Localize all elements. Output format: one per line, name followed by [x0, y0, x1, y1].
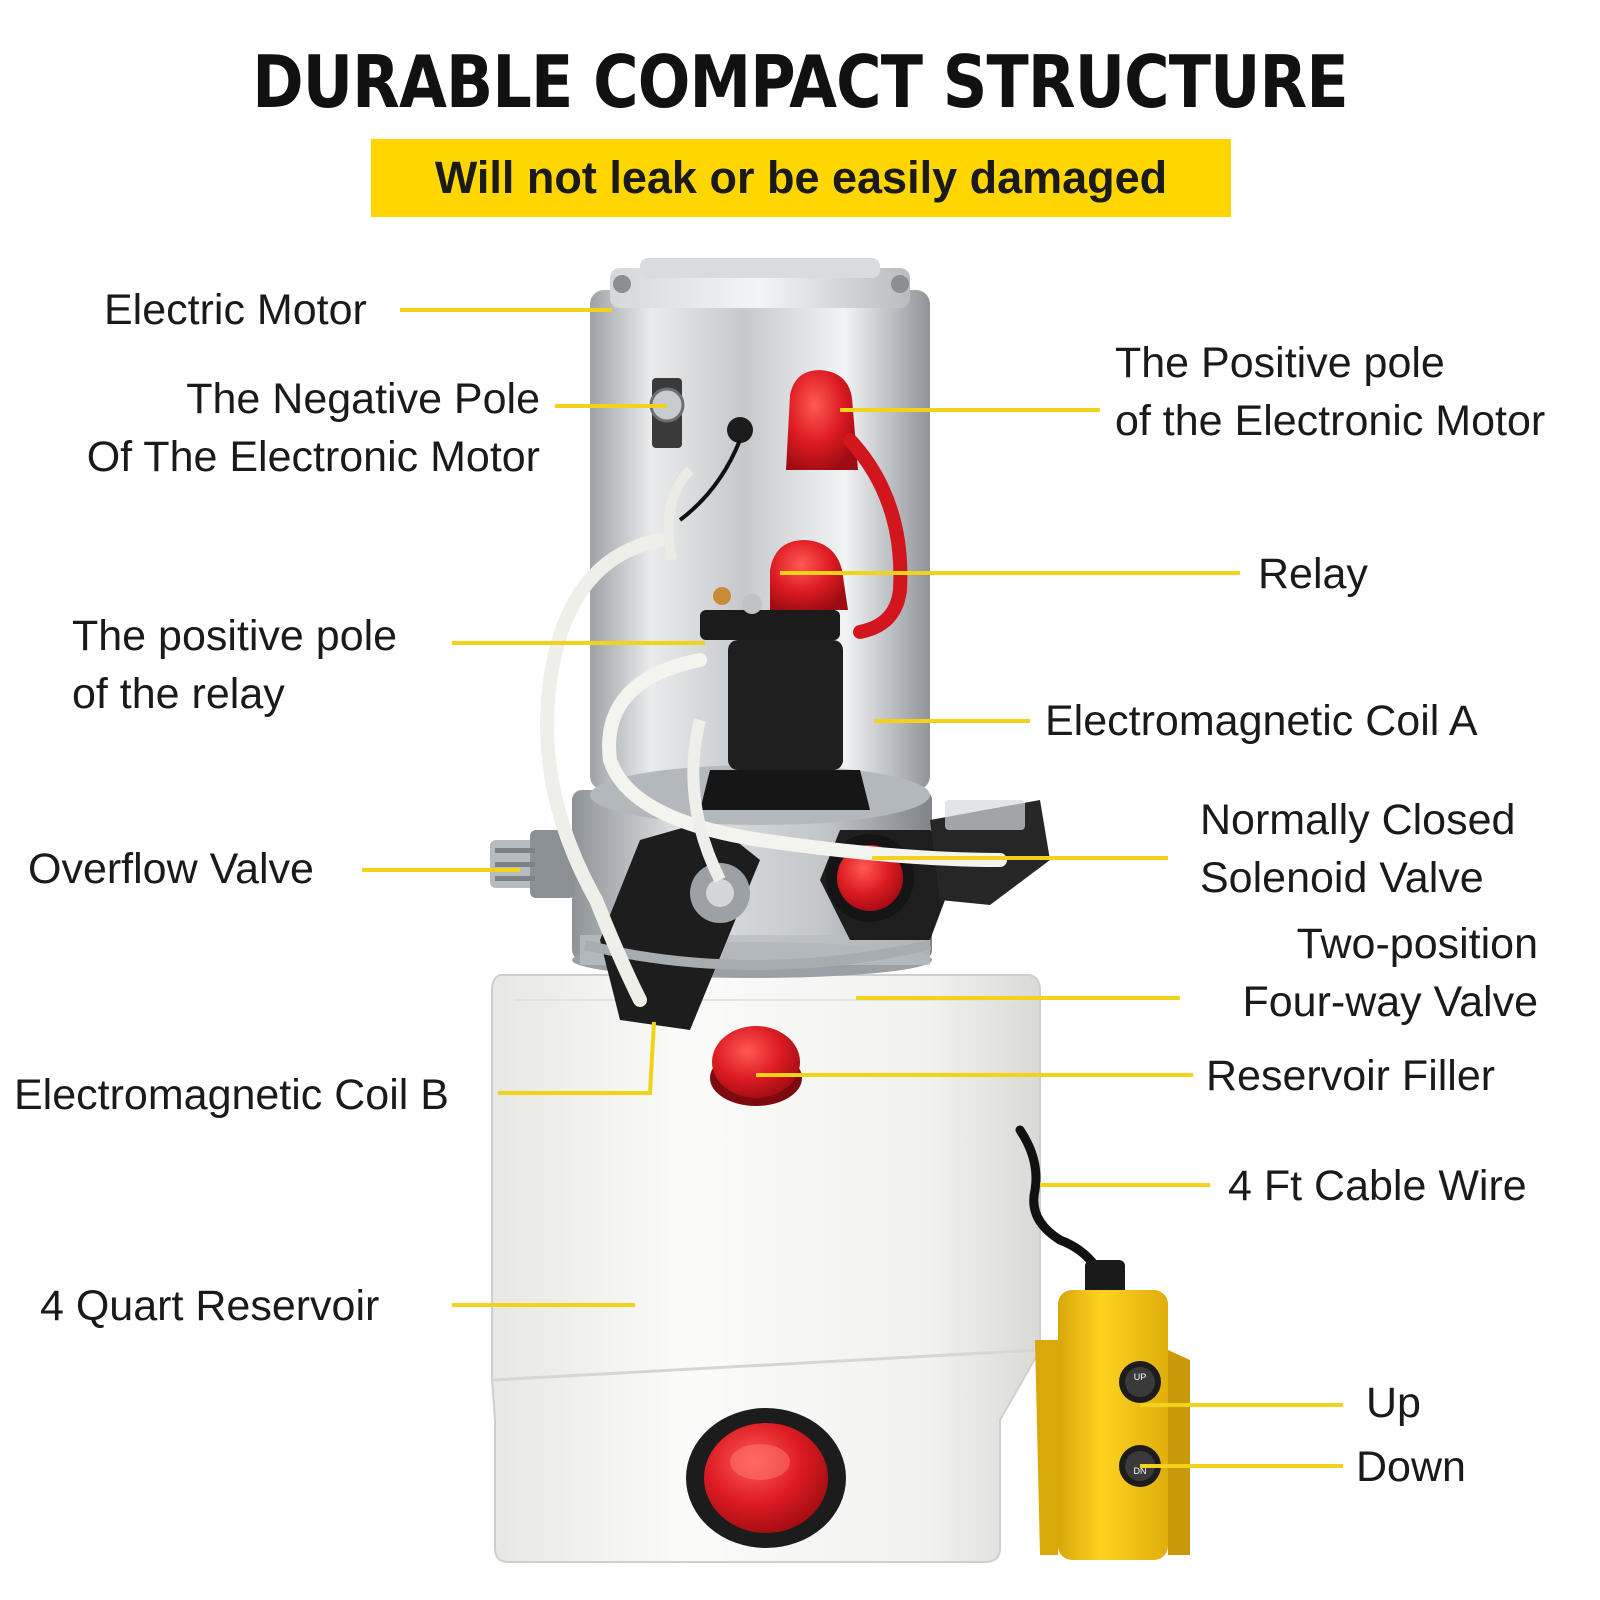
- black-wire: [678, 439, 742, 522]
- banner-text: Will not leak or be easily damaged: [434, 152, 1168, 203]
- remote-pendant: UP DN: [1035, 1260, 1190, 1560]
- label-positive-pole-motor: The Positive pole of the Electronic Moto…: [1115, 339, 1546, 445]
- label-negative-pole: The Negative Pole Of The Electronic Moto…: [86, 375, 540, 481]
- label-reservoir-filler: Reservoir Filler: [1206, 1052, 1496, 1100]
- leader-coil-b: [498, 1021, 656, 1095]
- hose-clamp: [583, 940, 932, 970]
- label-down: Down: [1356, 1443, 1466, 1491]
- label-solenoid-valve: Normally Closed Solenoid Valve: [1200, 796, 1516, 902]
- cable-bundle: [540, 466, 1007, 1007]
- four-way-valve-connector: [930, 800, 1050, 905]
- label-four-way-valve: Two-position Four-way Valve: [1242, 920, 1538, 1026]
- relay: [700, 540, 870, 810]
- label-electric-motor: Electric Motor: [104, 286, 367, 334]
- up-mark: UP: [1134, 1372, 1147, 1382]
- leader-lines: [362, 308, 1343, 1468]
- label-cable-wire: 4 Ft Cable Wire: [1228, 1162, 1527, 1210]
- label-coil-b: Electromagnetic Coil B: [14, 1071, 449, 1119]
- filler-cap: [710, 1026, 802, 1106]
- drain-cap: [686, 1408, 846, 1548]
- label-up: Up: [1366, 1379, 1421, 1427]
- label-reservoir: 4 Quart Reservoir: [40, 1282, 380, 1330]
- label-overflow-valve: Overflow Valve: [28, 845, 314, 893]
- headline: DURABLE COMPACT STRUCTURE: [252, 40, 1348, 124]
- subtitle-banner: Will not leak or be easily damaged: [371, 139, 1231, 217]
- banner-rect: [371, 139, 1231, 217]
- positive-terminal-cap: [786, 370, 908, 639]
- tank-body: [491, 974, 1041, 1563]
- down-mark: DN: [1134, 1466, 1147, 1476]
- tank-step: [491, 1348, 1041, 1382]
- label-relay: Relay: [1258, 550, 1368, 598]
- label-positive-pole-relay: The positive pole of the relay: [72, 612, 398, 718]
- label-coil-a: Electromagnetic Coil A: [1045, 697, 1478, 745]
